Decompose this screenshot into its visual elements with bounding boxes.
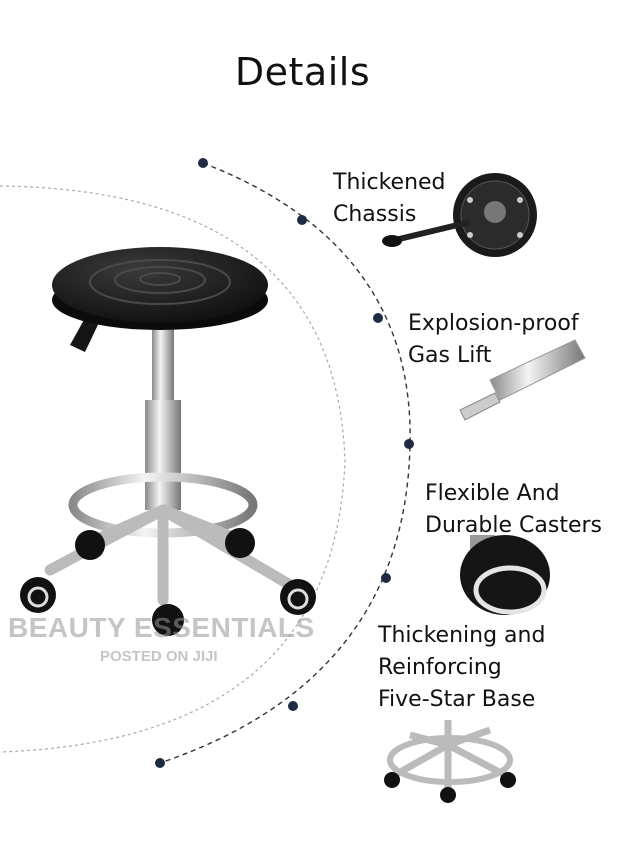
- feature-base-label: Thickening and Reinforcing Five-Star Bas…: [378, 620, 545, 716]
- feature-line: Thickening and: [378, 623, 546, 648]
- feature-line: Reinforcing: [378, 655, 502, 680]
- feature-gas-lift-label: Explosion-proof Gas Lift: [408, 308, 579, 372]
- feature-line: Flexible And: [425, 481, 560, 506]
- outer-dashed-arc: [159, 162, 411, 764]
- feature-line: Gas Lift: [408, 343, 492, 368]
- watermark-brand: BEAUTY ESSENTIALS: [8, 612, 315, 643]
- feature-casters-label: Flexible And Durable Casters: [425, 478, 602, 542]
- caster-image: [460, 535, 550, 615]
- feature-chassis-label: Thickened Chassis: [333, 167, 446, 231]
- arc-dots: [155, 158, 414, 768]
- inner-dashed-arc: [0, 185, 346, 753]
- feature-line: Five-Star Base: [378, 687, 536, 712]
- stool-image: [20, 247, 316, 636]
- chassis-image: [382, 173, 537, 257]
- feature-line: Thickened: [333, 170, 446, 195]
- feature-line: Durable Casters: [425, 513, 602, 538]
- feature-line: Chassis: [333, 202, 417, 227]
- watermark-posted: POSTED ON JIJI: [100, 648, 218, 665]
- feature-line: Explosion-proof: [408, 311, 579, 336]
- gas-lift-image: [459, 339, 586, 421]
- page-title: Details: [234, 50, 371, 94]
- base-image: [384, 720, 516, 803]
